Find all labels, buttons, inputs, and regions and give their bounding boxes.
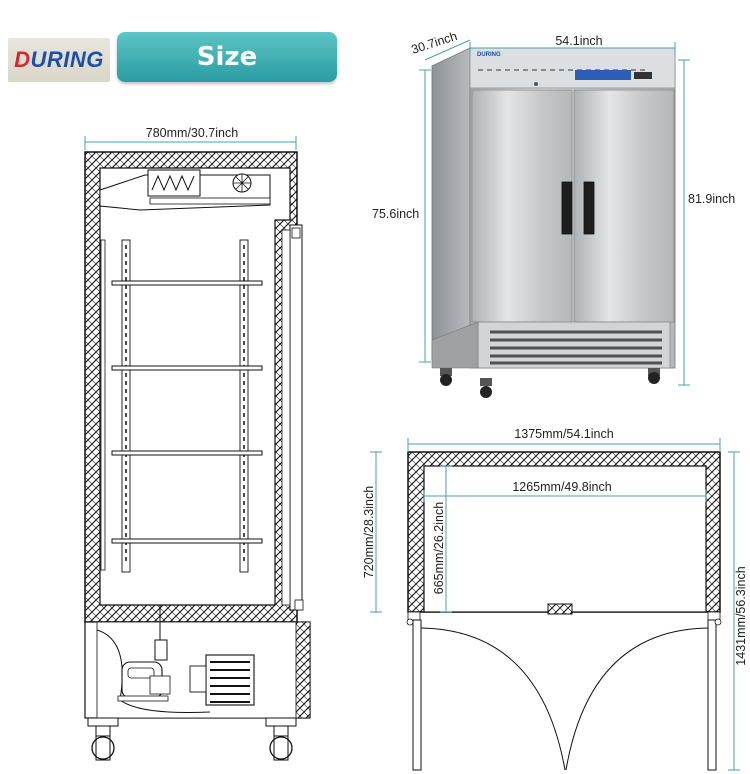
left-door-handle xyxy=(561,181,573,235)
page-title: Size xyxy=(196,42,258,72)
compressor xyxy=(117,661,171,702)
top-interior xyxy=(423,465,707,613)
top-outer-width-label: 1375mm/54.1inch xyxy=(514,427,613,441)
top-control-panel xyxy=(469,47,676,89)
side-casters xyxy=(87,717,297,761)
photo-brand-mark: DURING xyxy=(477,52,501,58)
side-section-view: 780mm/30.7inch xyxy=(84,126,311,761)
shelf xyxy=(111,450,263,456)
brand-logo-text: DURING xyxy=(14,47,104,72)
top-outer-depth-label: 720mm/28.3inch xyxy=(362,486,376,578)
right-door-swing xyxy=(565,627,709,771)
photo-depth-label: 30.7inch xyxy=(410,29,459,57)
shelf xyxy=(111,280,263,286)
side-door xyxy=(289,224,303,611)
evaporator-coil xyxy=(147,169,201,197)
size-banner: Size xyxy=(117,32,337,82)
brand-logo: DURING xyxy=(8,38,110,82)
photo-width-label: 54.1inch xyxy=(555,34,602,48)
top-inner-depth-label: 665mm/26.2inch xyxy=(432,502,446,594)
wire-shelves xyxy=(111,280,263,544)
top-door-open-label: 1431mm/56.3inch xyxy=(734,566,748,665)
left-open-door xyxy=(412,619,422,771)
top-plan-view: 1375mm/54.1inch 1265mm/49.8inch 720mm/28… xyxy=(362,427,748,771)
shelf xyxy=(111,538,263,544)
side-width-label: 780mm/30.7inch xyxy=(146,126,238,140)
side-width-dimension: 780mm/30.7inch xyxy=(84,126,297,150)
photo-body-height-label: 75.6inch xyxy=(372,207,419,221)
top-inner-width-label: 1265mm/49.8inch xyxy=(512,480,611,494)
right-door-handle xyxy=(583,181,595,235)
left-door xyxy=(471,89,573,323)
left-door-swing xyxy=(420,627,566,771)
shelf xyxy=(111,365,263,371)
product-photo-view: DURING 30.7inch 54.1inch xyxy=(372,29,735,398)
right-open-door xyxy=(707,619,717,771)
side-light-strip xyxy=(100,239,106,571)
door-center-mullion xyxy=(547,603,573,615)
top-dimensions: 1375mm/54.1inch 1265mm/49.8inch 720mm/28… xyxy=(362,427,748,771)
photo-total-height-label: 81.9inch xyxy=(688,192,735,206)
photo-casters xyxy=(440,368,660,398)
condenser xyxy=(189,654,255,706)
vent-grille xyxy=(477,321,671,369)
open-doors xyxy=(406,618,722,771)
cabinet-side-panel xyxy=(431,47,471,361)
control-display xyxy=(575,70,631,80)
